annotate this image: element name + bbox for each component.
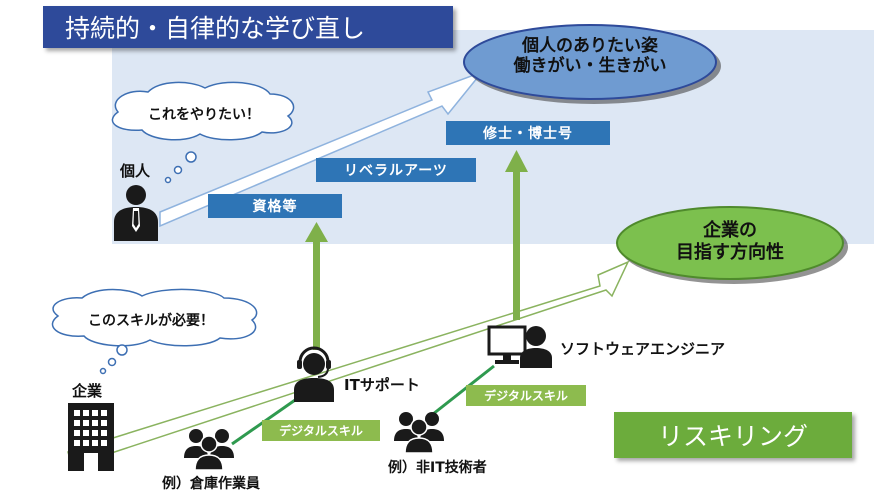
reskill-line-non-it [427,364,495,420]
computer-user-icon [487,325,552,368]
non-it-group-icon [394,412,444,454]
headset-person-icon [294,346,334,402]
digital-skill-tag: デジタルスキル [262,420,380,441]
individual-label: 個人 [120,162,151,180]
page-title: 持続的・自律的な学び直し [43,6,453,48]
digital-skill-tag: デジタルスキル [466,385,586,406]
individual-growth-arrow [159,70,485,228]
it-support-up-arrow [305,222,328,350]
individual-thought-text: これをやりたい！ [148,107,260,123]
step-certification: 資格等 [208,194,342,218]
corporate-goal-ellipse [616,206,844,280]
building-icon [68,403,114,471]
company-thought-text: このスキルが必要！ [88,313,214,329]
example-non-it-label: 例）非IT技術者 [388,460,487,476]
step-graduate-degree: 修士・博士号 [446,121,610,145]
engineer-up-arrow [505,150,528,320]
corporate-goal-line2: 目指す方向性 [676,241,784,263]
personal-goal-line2: 働きがい・生きがい [513,56,667,77]
personal-goal-line1: 個人のありたい姿 [522,36,658,56]
software-engineer-label: ソフトウェアエンジニア [560,340,726,358]
individual-thought-cloud [111,81,295,184]
example-warehouse-label: 例）倉庫作業員 [162,476,260,492]
worker-group-icon [184,429,234,471]
personal-goal-ellipse [463,24,717,100]
step-liberal-arts: リベラルアーツ [316,158,476,182]
corporate-goal-line1: 企業の [703,220,757,241]
it-support-label: ITサポート [344,376,420,394]
reskilling-banner: リスキリング [614,412,852,458]
personal-goal-text: 個人のありたい姿 働きがい・生きがい [470,36,710,77]
company-direction-arrow [67,260,630,467]
company-label: 企業 [72,382,103,400]
person-icon [114,185,158,241]
company-thought-cloud [51,288,258,375]
corporate-goal-text: 企業の 目指す方向性 [620,220,840,263]
